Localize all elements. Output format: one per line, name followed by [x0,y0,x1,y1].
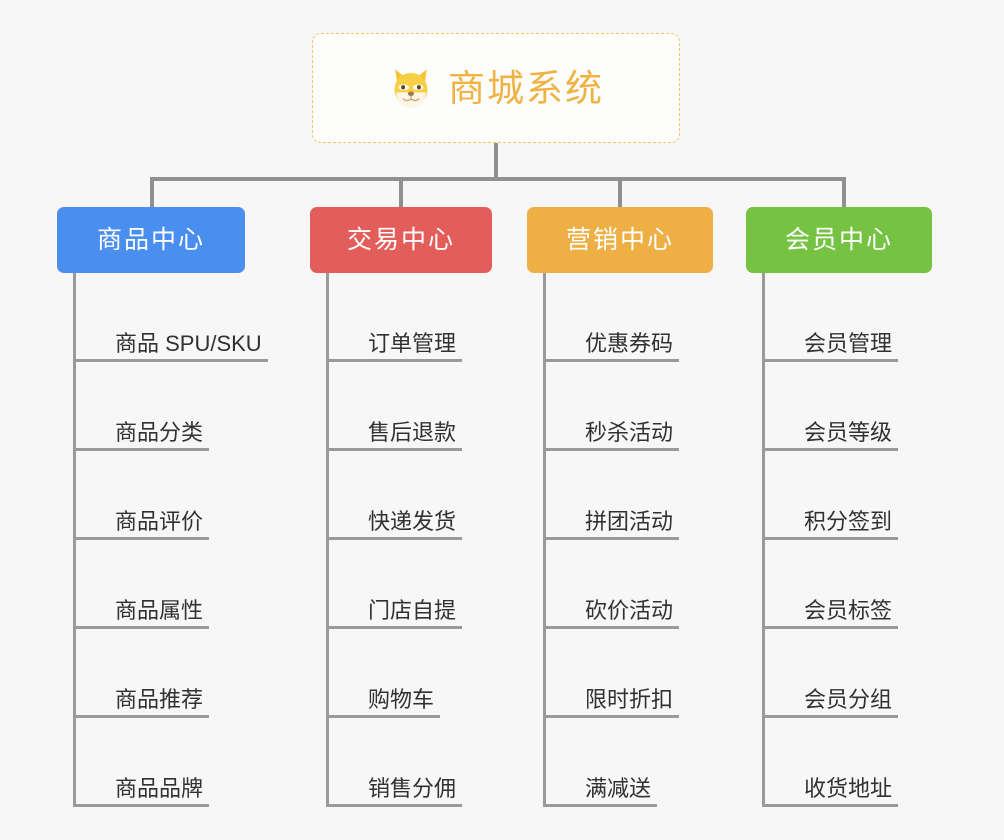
leaf-item-label: 售后退款 [368,420,457,445]
leaf-connector-rule [762,537,898,540]
leaf-connector-rule [762,715,898,718]
leaf-item-label: 收货地址 [804,776,893,801]
leaf-item[interactable]: 会员标签 [762,540,932,629]
branch-spine [326,273,329,807]
leaf-item-label: 秒杀活动 [585,420,674,445]
leaf-item-label: 商品分类 [115,420,204,445]
branch-spine [543,273,546,807]
root-connector-stem [494,143,498,179]
leaf-item-label: 会员管理 [804,331,893,356]
leaf-connector-rule [73,626,209,629]
root-connector-bar [150,177,846,181]
category-header-2[interactable]: 交易中心 [310,207,492,273]
branch-column-4: 会员中心会员管理会员等级积分签到会员标签会员分组收货地址 [746,207,932,807]
leaf-connector-rule [73,715,209,718]
leaf-item[interactable]: 商品 SPU/SKU [73,273,268,362]
category-header-1[interactable]: 商品中心 [57,207,245,273]
leaf-connector-rule [762,359,898,362]
leaf-connector-rule [543,359,679,362]
leaf-connector-rule [73,359,268,362]
leaf-item[interactable]: 会员等级 [762,362,932,451]
leaf-item-label: 商品 SPU/SKU [115,331,262,356]
leaf-item[interactable]: 门店自提 [326,540,492,629]
leaf-connector-rule [326,715,440,718]
leaf-item-label: 快递发货 [368,509,457,534]
leaf-item-label: 会员分组 [804,687,893,712]
leaf-item[interactable]: 商品品牌 [73,718,268,807]
leaf-item-label: 限时折扣 [585,687,674,712]
leaf-item-label: 商品属性 [115,598,204,623]
leaf-connector-rule [326,804,462,807]
leaf-item[interactable]: 商品评价 [73,451,268,540]
leaf-item[interactable]: 商品分类 [73,362,268,451]
leaf-item-label: 商品推荐 [115,687,204,712]
branch-spine [73,273,76,807]
leaf-item[interactable]: 会员分组 [762,629,932,718]
leaf-item[interactable]: 限时折扣 [543,629,713,718]
leaf-item-label: 销售分佣 [368,776,457,801]
leaf-item[interactable]: 商品属性 [73,540,268,629]
leaf-item-label: 砍价活动 [585,598,674,623]
branch-column-2: 交易中心订单管理售后退款快递发货门店自提购物车销售分佣 [310,207,492,807]
leaf-item-label: 购物车 [368,687,435,712]
shiba-dog-face-icon [394,69,428,109]
leaf-item[interactable]: 拼团活动 [543,451,713,540]
category-header-4[interactable]: 会员中心 [746,207,932,273]
leaf-connector-rule [543,537,679,540]
branch-tree-1: 商品 SPU/SKU 商品分类商品评价商品属性商品推荐商品品牌 [73,273,268,807]
root-node[interactable]: 商城系统 [312,33,680,143]
branch-drop-2 [399,177,403,209]
branch-tree-2: 订单管理售后退款快递发货门店自提购物车销售分佣 [326,273,492,807]
leaf-item[interactable]: 收货地址 [762,718,932,807]
branch-tree-3: 优惠券码秒杀活动拼团活动砍价活动限时折扣满减送 [543,273,713,807]
leaf-item[interactable]: 订单管理 [326,273,492,362]
leaf-connector-rule [73,804,209,807]
leaf-item-label: 积分签到 [804,509,893,534]
leaf-item-label: 优惠券码 [585,331,674,356]
leaf-item[interactable]: 快递发货 [326,451,492,540]
leaf-item[interactable]: 商品推荐 [73,629,268,718]
leaf-item[interactable]: 销售分佣 [326,718,492,807]
leaf-connector-rule [326,359,462,362]
leaf-connector-rule [762,804,898,807]
leaf-item[interactable]: 满减送 [543,718,713,807]
leaf-item[interactable]: 会员管理 [762,273,932,362]
leaf-item-label: 满减送 [585,776,652,801]
leaf-connector-rule [326,626,462,629]
leaf-item-label: 订单管理 [368,331,457,356]
leaf-connector-rule [543,715,679,718]
leaf-item-label: 门店自提 [368,598,457,623]
leaf-item[interactable]: 积分签到 [762,451,932,540]
leaf-item[interactable]: 砍价活动 [543,540,713,629]
leaf-item-label: 商品品牌 [115,776,204,801]
root-title: 商城系统 [448,67,604,109]
leaf-item-label: 商品评价 [115,509,204,534]
branch-column-3: 营销中心优惠券码秒杀活动拼团活动砍价活动限时折扣满减送 [527,207,713,807]
leaf-connector-rule [326,537,462,540]
leaf-connector-rule [543,626,679,629]
branch-drop-1 [150,177,154,209]
branch-drop-3 [618,177,622,209]
branch-column-1: 商品中心商品 SPU/SKU 商品分类商品评价商品属性商品推荐商品品牌 [57,207,268,807]
leaf-connector-rule [543,448,679,451]
leaf-connector-rule [326,448,462,451]
leaf-item-label: 拼团活动 [585,509,674,534]
branch-spine [762,273,765,807]
leaf-item[interactable]: 优惠券码 [543,273,713,362]
leaf-connector-rule [73,448,209,451]
branch-drop-4 [842,177,846,209]
leaf-item[interactable]: 秒杀活动 [543,362,713,451]
leaf-item-label: 会员等级 [804,420,893,445]
leaf-connector-rule [762,448,898,451]
leaf-item[interactable]: 售后退款 [326,362,492,451]
leaf-connector-rule [762,626,898,629]
branch-tree-4: 会员管理会员等级积分签到会员标签会员分组收货地址 [762,273,932,807]
leaf-connector-rule [543,804,657,807]
leaf-connector-rule [73,537,209,540]
leaf-item[interactable]: 购物车 [326,629,492,718]
leaf-item-label: 会员标签 [804,598,893,623]
category-header-3[interactable]: 营销中心 [527,207,713,273]
